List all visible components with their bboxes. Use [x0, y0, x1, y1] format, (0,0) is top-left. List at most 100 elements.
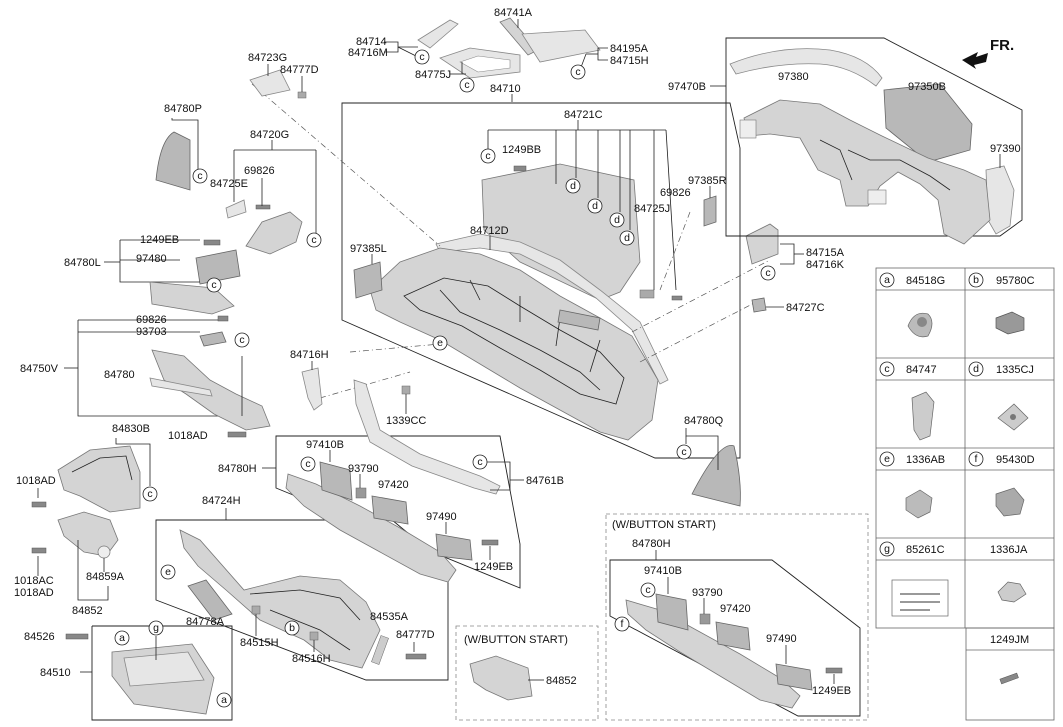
- label-1018AD-a: 1018AD: [168, 430, 208, 442]
- part-84852-b-shape: [469, 655, 533, 701]
- part-97410B-b-shape: [655, 593, 689, 631]
- label-84852-b: 84852: [546, 675, 577, 687]
- part-97490-b-shape: [775, 663, 813, 691]
- svg-text:f: f: [975, 453, 978, 465]
- label-84780L: 84780L: [64, 257, 101, 269]
- screw-1249EB-a-shape: [203, 239, 221, 246]
- part-84195A-shape: [521, 29, 601, 63]
- front-direction-indicator: FR.: [962, 37, 1014, 69]
- label-1018AC: 1018AC: [14, 575, 54, 587]
- part-97350B-shape: [883, 83, 973, 163]
- label-84727C: 84727C: [786, 302, 825, 314]
- label-84775J: 84775J: [415, 69, 451, 81]
- legend-cell-f: f 95430D: [968, 451, 1035, 517]
- frame-84780H-b: [609, 559, 861, 717]
- legend-cell-1336JA: 1336JA: [990, 544, 1028, 603]
- guide-lines: [251, 83, 771, 399]
- callout-d-2: d: [587, 198, 603, 214]
- svg-text:c: c: [419, 51, 424, 63]
- label-84780Q: 84780Q: [684, 415, 724, 427]
- part-84716H-shape: [301, 367, 323, 411]
- part-84780-shape: [149, 377, 213, 397]
- label-84780P: 84780P: [164, 103, 202, 115]
- svg-text:c: c: [884, 363, 889, 375]
- svg-text:84518G: 84518G: [906, 275, 945, 287]
- label-97390: 97390: [990, 143, 1021, 155]
- callout-c-11: c: [142, 486, 158, 502]
- label-1018AD-c: 1018AD: [14, 587, 54, 599]
- part-84780Q-shape: [691, 445, 741, 507]
- label-84725J: 84725J: [634, 203, 670, 215]
- label-97490-a: 97490: [426, 511, 457, 523]
- duct-assembly-frame: [725, 37, 1023, 237]
- callout-c-3: c: [570, 64, 586, 80]
- callout-c-1: c: [414, 49, 430, 65]
- label-84526: 84526: [24, 631, 55, 643]
- svg-text:a: a: [119, 632, 125, 644]
- svg-text:d: d: [592, 200, 598, 212]
- part-97380-shape: [729, 48, 883, 87]
- callout-c-7: c: [234, 332, 250, 348]
- group-84780L: 1249EB 97480 84780L: [64, 234, 241, 315]
- callout-c-2: c: [459, 77, 475, 93]
- label-84780H-b: 84780H: [632, 538, 671, 550]
- callout-d-3: d: [609, 212, 625, 228]
- group-84510: 84526 84510: [24, 625, 233, 721]
- svg-text:b: b: [973, 274, 979, 286]
- part-97480-shape: [195, 249, 241, 285]
- part-93790-a-shape: [355, 487, 367, 499]
- svg-text:c: c: [477, 456, 482, 468]
- svg-text:1335CJ: 1335CJ: [996, 364, 1034, 376]
- part-84516H-shape: [309, 631, 319, 641]
- part-97385R-shape: [703, 195, 717, 227]
- screw-84526-shape: [65, 633, 89, 640]
- part-84777D-top-shape: [297, 91, 307, 99]
- label-84780: 84780: [104, 369, 135, 381]
- group-84780H-a: 84780H 97410B 93790 97420 97490 1249EB: [218, 439, 513, 583]
- part-93703-shape: [199, 331, 227, 347]
- label-84859A: 84859A: [86, 571, 125, 583]
- callout-c-9: c: [760, 265, 776, 281]
- svg-text:c: c: [485, 150, 490, 162]
- part-84830B-shape: [57, 445, 141, 513]
- screw-1249EB-b-shape: [481, 539, 499, 546]
- label-84720G: 84720G: [250, 129, 289, 141]
- part-1336JA-icon: [997, 581, 1027, 603]
- screw-1018AC-shape: [31, 547, 47, 554]
- upper-left-parts: 84723G 84777D 84780P 84720G 69826 84725E: [155, 52, 319, 255]
- svg-text:g: g: [153, 622, 159, 634]
- part-84714-shape: [417, 19, 459, 49]
- frame-84780H-a: [275, 435, 521, 589]
- legend-grid: a 84518G b 95780C c 84747 d 1335CJ e 133…: [875, 267, 1055, 721]
- callout-a-1: a: [114, 630, 130, 646]
- svg-text:c: c: [305, 458, 310, 470]
- label-97420-b: 97420: [720, 603, 751, 615]
- label-84721C: 84721C: [564, 109, 603, 121]
- svg-text:e: e: [437, 337, 443, 349]
- group-84780H-b: 84780H 97410B 93790 97420 97490 1249EB: [625, 538, 851, 709]
- label-1249BB: 1249BB: [502, 144, 541, 156]
- label-84716H: 84716H: [290, 349, 329, 361]
- callout-c-13: c: [472, 454, 488, 470]
- variant-box-84780H: [605, 513, 869, 721]
- part-95430D-icon: [995, 487, 1025, 517]
- bracket-84725J-shape: [639, 289, 655, 299]
- label-84516H: 84516H: [292, 653, 331, 665]
- label-97470B: 97470B: [668, 81, 706, 93]
- label-84535A: 84535A: [370, 611, 409, 623]
- group-84830B: 84830B 1018AD 1018AC 1018AD 84859A 84852: [14, 423, 151, 617]
- callout-d-4: d: [619, 230, 635, 246]
- label-1249EB-c: 1249EB: [812, 685, 851, 697]
- svg-text:b: b: [289, 622, 295, 634]
- screw-84777D-b-shape: [405, 653, 427, 660]
- svg-text:c: c: [645, 584, 650, 596]
- label-84852-a: 84852: [72, 605, 103, 617]
- screw-69826-c-shape: [671, 295, 683, 301]
- part-84780H-a-shape: [285, 473, 457, 583]
- label-97410B-a: 97410B: [306, 439, 344, 451]
- part-84780L-shape: [149, 281, 235, 315]
- svg-text:c: c: [147, 488, 152, 500]
- label-1018AD-b: 1018AD: [16, 475, 56, 487]
- part-84515H-shape: [251, 605, 261, 615]
- dashboard-assembly: [353, 163, 717, 441]
